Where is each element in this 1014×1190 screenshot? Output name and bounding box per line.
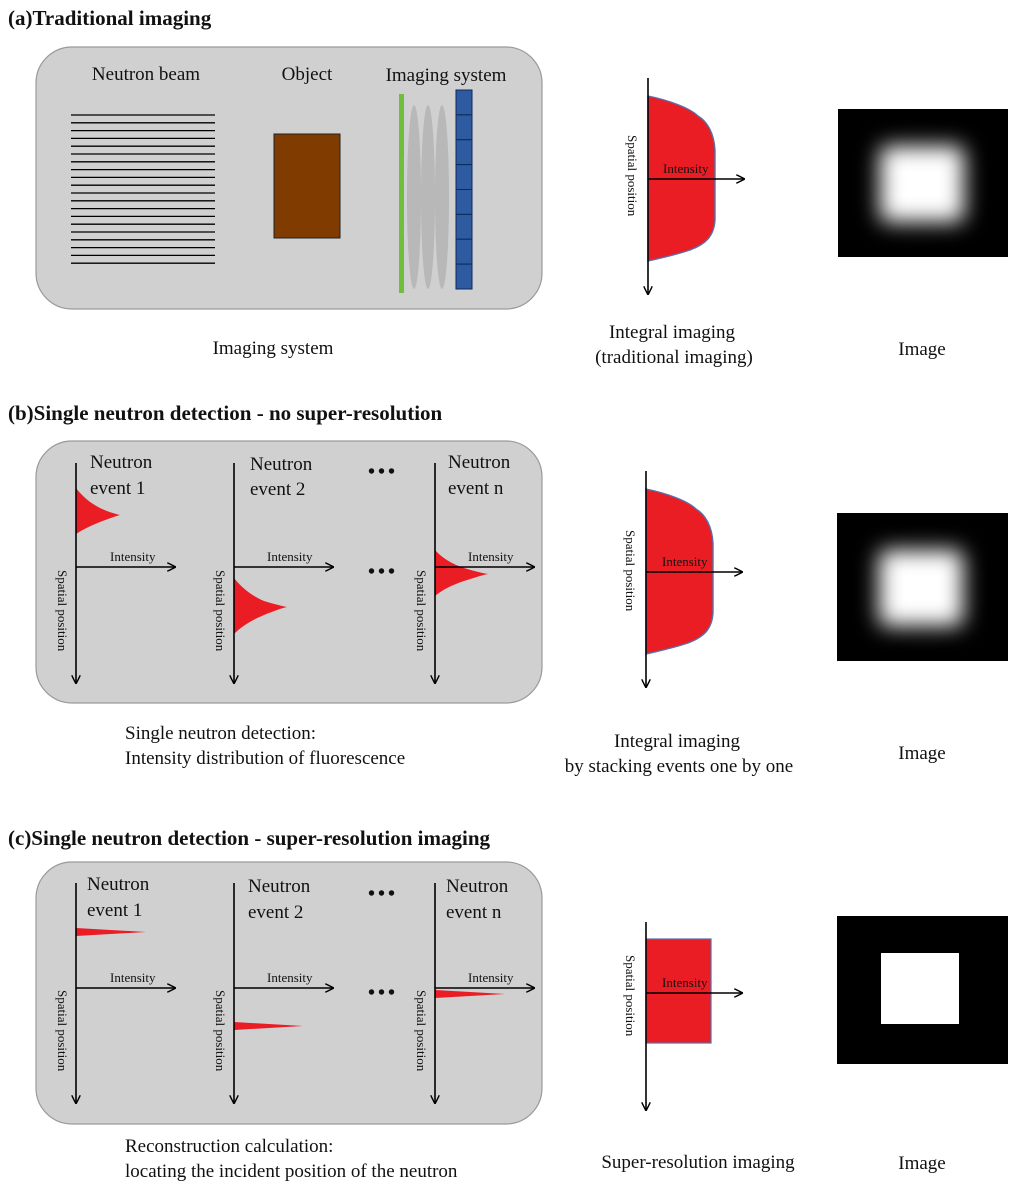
single-detection-panel-c <box>35 861 543 1125</box>
event-2-label-line1-c: Neutron <box>248 876 311 897</box>
detector-cell <box>455 139 473 166</box>
event-1-label-line1-c: Neutron <box>87 874 150 895</box>
dots-top-c: ••• <box>368 883 398 905</box>
detector-cell <box>455 89 473 116</box>
section-b-caption-left-2: Intensity distribution of fluorescence <box>125 748 405 769</box>
object-block <box>273 133 341 239</box>
detector-cell <box>455 238 473 265</box>
spatial-label-c2: Spatial position <box>213 990 228 1072</box>
image-b <box>837 513 1008 661</box>
integral-profile-b: Intensity Spatial position <box>623 471 742 687</box>
object-label: Object <box>282 64 333 85</box>
event-2-label-line2-c: event 2 <box>248 902 303 923</box>
event-1-plot-b: Intensity Spatial position <box>55 463 175 683</box>
intensity-label-b2: Intensity <box>267 549 313 564</box>
event-1-label-line2-c: event 1 <box>87 900 142 921</box>
dots-top-b: ••• <box>368 461 398 483</box>
intensity-label-a: Intensity <box>663 161 709 176</box>
section-a-caption-mid-1: Integral imaging <box>609 322 736 343</box>
section-c-caption-right: Image <box>898 1153 945 1174</box>
intensity-label-b1: Intensity <box>110 549 156 564</box>
event-1-label-line1-b: Neutron <box>90 452 153 473</box>
section-c-caption-left-1: Reconstruction calculation: <box>125 1136 333 1157</box>
spatial-label-bn: Spatial position <box>414 570 429 652</box>
event-1-plot-c: Intensity Spatial position <box>55 883 175 1103</box>
event-1-label-line2-b: event 1 <box>90 478 145 499</box>
spatial-label-c1: Spatial position <box>55 990 70 1072</box>
event-2-plot-b: Intensity Spatial position <box>213 463 333 683</box>
event-n-plot-b: Intensity Spatial position <box>414 463 534 683</box>
intensity-label-c2: Intensity <box>267 970 313 985</box>
intensity-label-c-integral: Intensity <box>662 975 708 990</box>
section-a-caption-mid-2: (traditional imaging) <box>595 347 753 368</box>
section-a-title: (a)Traditional imaging <box>8 6 212 30</box>
event-2-plot-c: Intensity Spatial position <box>213 883 333 1103</box>
section-a-caption-left: Imaging system <box>213 338 334 359</box>
neutron-beam-lines <box>71 114 215 264</box>
section-a-caption-right: Image <box>898 339 945 360</box>
spatial-label-b2: Spatial position <box>213 570 228 652</box>
spatial-label-b-integral: Spatial position <box>623 530 638 612</box>
integral-profile-a: Intensity Spatial position <box>625 78 744 294</box>
event-2-label-line1-b: Neutron <box>250 454 313 475</box>
event-n-plot-c: Intensity Spatial position <box>414 883 534 1103</box>
detector-array <box>455 89 473 290</box>
spatial-label-c-integral: Spatial position <box>623 955 638 1037</box>
event-n-label-line1-b: Neutron <box>448 452 511 473</box>
detector-cell <box>455 114 473 141</box>
event-n-label-line2-c: event n <box>446 902 502 923</box>
scintillator-screen <box>399 94 404 293</box>
spatial-label-b1: Spatial position <box>55 570 70 652</box>
section-c-caption-left-2: locating the incident position of the ne… <box>125 1161 458 1182</box>
event-n-label-line1-c: Neutron <box>446 876 509 897</box>
dots-mid-b: ••• <box>368 561 398 583</box>
event-n-label-line2-b: event n <box>448 478 504 499</box>
dots-mid-c: ••• <box>368 982 398 1004</box>
section-b-caption-left-1: Single neutron detection: <box>125 723 316 744</box>
intensity-label-b-integral: Intensity <box>662 554 708 569</box>
image-a <box>838 109 1008 257</box>
spatial-label-a: Spatial position <box>625 135 640 217</box>
single-detection-panel-b <box>35 440 543 704</box>
intensity-label-cn: Intensity <box>468 970 514 985</box>
image-c <box>837 916 1008 1064</box>
neutron-beam-label: Neutron beam <box>92 64 200 85</box>
section-b-title: (b)Single neutron detection - no super-r… <box>8 401 443 425</box>
event-2-label-line2-b: event 2 <box>250 479 305 500</box>
section-b-caption-right: Image <box>898 743 945 764</box>
detector-cell <box>455 263 473 290</box>
section-b-caption-mid-2: by stacking events one by one <box>565 756 793 777</box>
section-b-caption-mid-1: Integral imaging <box>614 731 741 752</box>
intensity-label-bn: Intensity <box>468 549 514 564</box>
detector-cell <box>455 164 473 190</box>
spatial-label-cn: Spatial position <box>414 990 429 1072</box>
intensity-label-c1: Intensity <box>110 970 156 985</box>
detector-cell <box>455 189 473 215</box>
lens-group <box>407 105 449 289</box>
detector-cell <box>455 213 473 240</box>
section-c-title: (c)Single neutron detection - super-reso… <box>8 826 491 850</box>
imaging-system-label: Imaging system <box>386 65 507 86</box>
integral-profile-c: Intensity Spatial position <box>623 922 742 1110</box>
section-c-caption-mid: Super-resolution imaging <box>601 1152 795 1173</box>
